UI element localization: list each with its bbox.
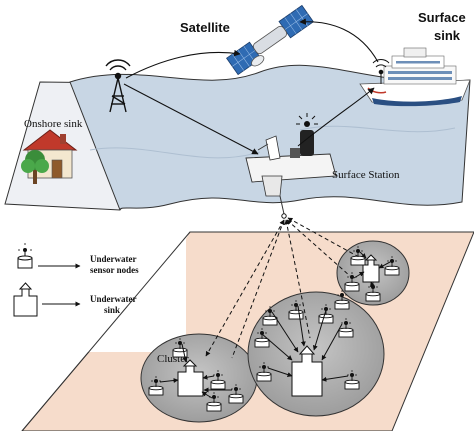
cluster-link-arrow: [271, 311, 299, 353]
cluster-link-arrow: [261, 333, 293, 361]
sensor-node: [262, 306, 278, 326]
sink-middle: [291, 345, 323, 397]
cluster-link-arrow: [353, 271, 365, 279]
cluster-link-arrow: [297, 305, 306, 347]
cluster-link-arrow: [321, 375, 349, 382]
sensor-node: [256, 362, 272, 382]
sink-right: [362, 254, 380, 283]
sensor-node: [206, 392, 222, 412]
sensor-node: [210, 370, 226, 390]
onshore-to-satellite-arrow: [125, 49, 241, 79]
sensor-node: [350, 246, 366, 266]
seabed-left-edge: [116, 232, 190, 352]
cluster-link-arrow: [181, 343, 188, 363]
cluster-link-arrow: [202, 374, 215, 380]
sensor-node: [344, 370, 360, 390]
sensor-node: [318, 304, 334, 324]
acoustic-links: [205, 217, 369, 359]
sensor-node: [148, 376, 164, 396]
surface-station-icon: [245, 113, 337, 219]
house-icon: [22, 129, 78, 179]
cluster-link-arrow: [378, 261, 391, 269]
sensor-node: [384, 256, 400, 276]
surface-links: [123, 18, 379, 155]
cluster-link-arrow: [321, 323, 343, 361]
sensor-node: [338, 318, 354, 338]
sensor-node: [344, 272, 360, 292]
sensor-node: [334, 290, 350, 310]
cluster-link-arrow: [370, 281, 375, 289]
satellite-label: Satellite: [180, 20, 230, 35]
legend-sensor-label-line2: sensor nodes: [90, 265, 139, 275]
intra-cluster-links: [159, 251, 391, 399]
station-to-ship-arrow: [297, 87, 375, 147]
legend-sensor-node-icon: [17, 243, 33, 269]
cluster-link-arrow: [159, 378, 179, 383]
ship-to-satellite-arrow: [299, 18, 379, 63]
legend-sink-label-line1: Underwater: [90, 294, 137, 304]
legend-sink-icon: [13, 282, 38, 317]
satellite-icon: [226, 4, 314, 76]
sensor-node: [254, 328, 270, 348]
onshore-sink-label: Onshore sink: [24, 118, 83, 130]
onshore-antenna-icon: [105, 59, 131, 113]
legend-sink-label-line2: sink: [104, 305, 120, 315]
tree-icon: [21, 150, 49, 184]
cluster-link-arrow: [359, 251, 367, 259]
sensor-node-group: [148, 246, 400, 412]
ocean-surface: [69, 64, 471, 211]
surface-sink-label-line2: sink: [434, 28, 461, 43]
ship-antenna-icon: [372, 59, 390, 84]
cluster-link-arrow: [201, 391, 213, 399]
cluster-link-arrow: [267, 367, 293, 377]
cluster-link-arrow: [312, 309, 327, 351]
sink-left: [177, 359, 204, 397]
onshore-to-station-arrow: [123, 83, 259, 155]
surface-sink-label-line1: Surface: [418, 10, 466, 25]
ship-icon: [359, 47, 471, 107]
sensor-node: [228, 384, 244, 404]
ocean-wave-detail: [89, 125, 456, 159]
surface-station-label: Surface Station: [332, 169, 400, 181]
legend-sensor-label-line1: Underwater: [90, 254, 137, 264]
